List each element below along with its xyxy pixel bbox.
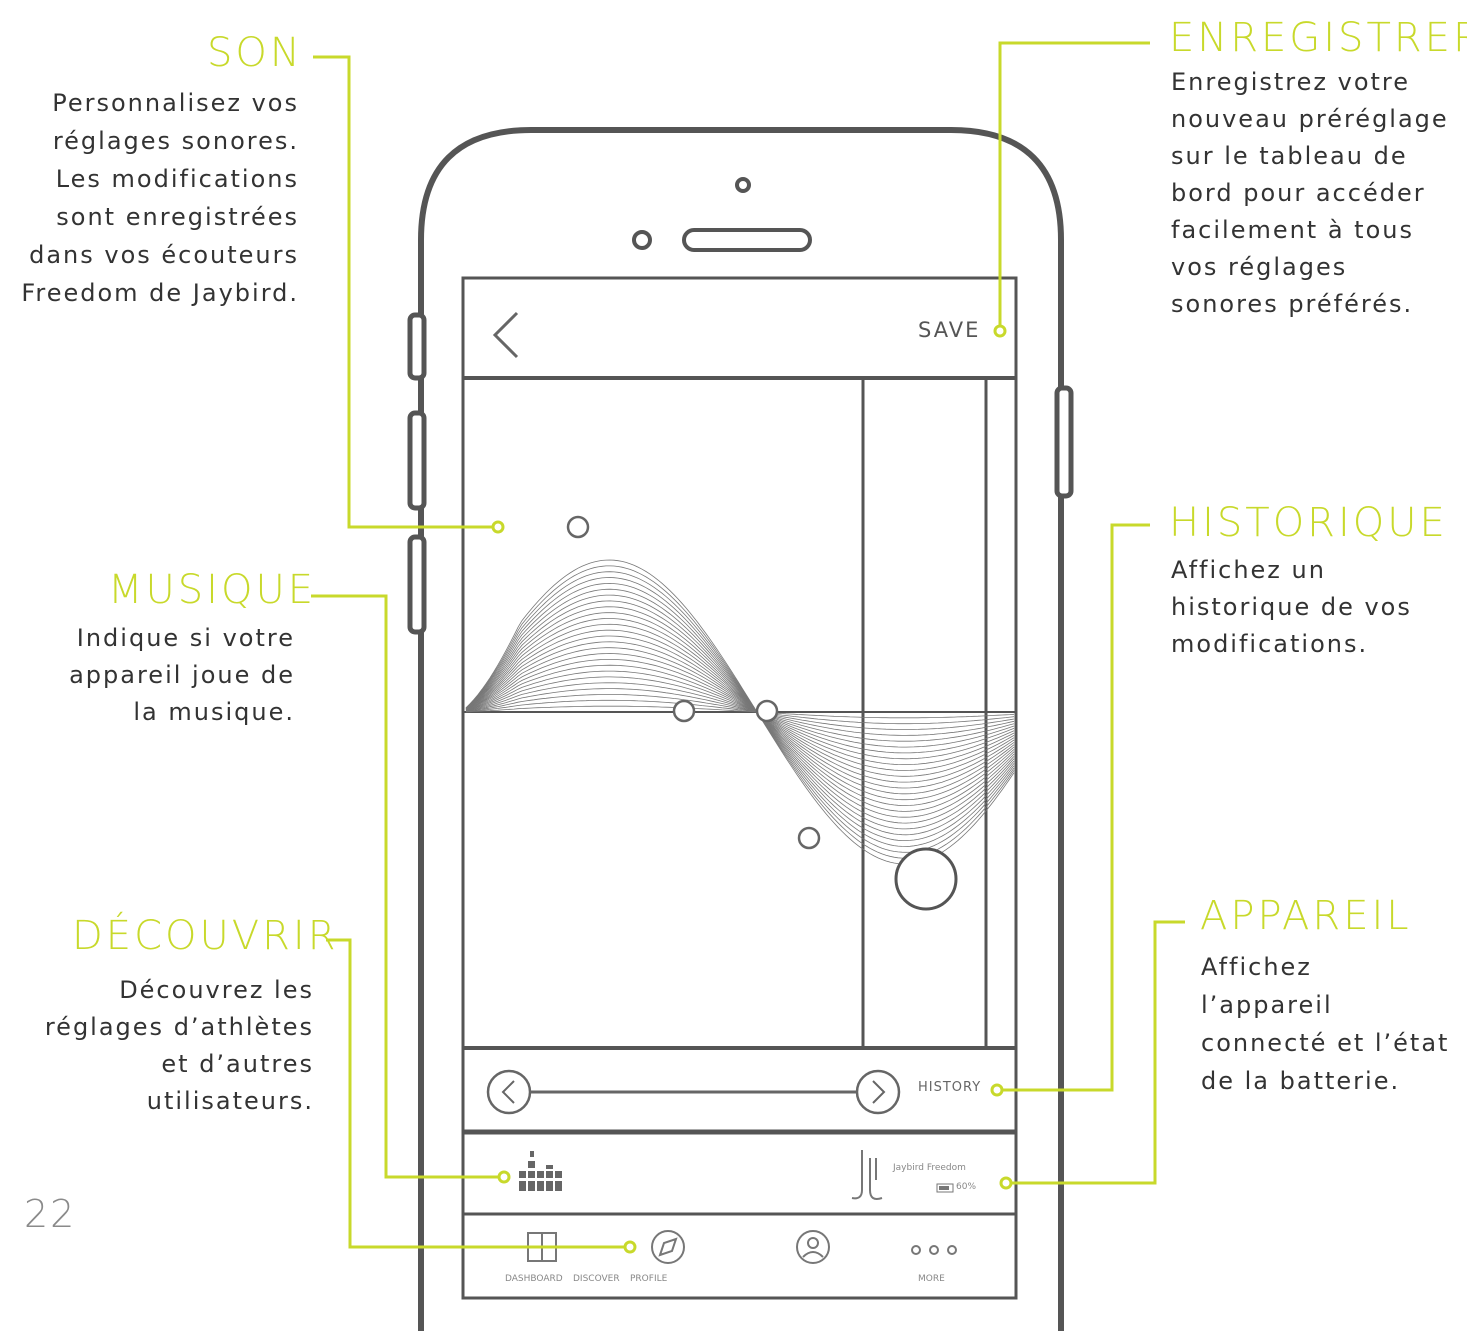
son-description: Personnalisez vos réglages sonores. Les … (21, 84, 299, 312)
historique-heading: HISTORIQUE (1169, 500, 1448, 546)
son-line: dans vos écouteurs (29, 241, 299, 269)
nav-dashboard-label[interactable]: DASHBOARD (505, 1274, 563, 1284)
wave-line (465, 629, 1015, 795)
wave-line (465, 623, 1015, 801)
phone-screen (461, 276, 1018, 1300)
wave-line (465, 606, 1015, 818)
enregistrer-line: sur le tableau de (1171, 142, 1408, 170)
son-line: Les modifications (55, 165, 299, 193)
wave-line (465, 705, 1015, 719)
wave-line (465, 600, 1015, 824)
wave-line (465, 647, 1015, 777)
appareil-line: de la batterie. (1201, 1067, 1401, 1095)
historique-description: Affichez un historique de vos modificati… (1171, 552, 1412, 663)
enregistrer-line: bord pour accéder (1171, 179, 1426, 207)
son-line: Freedom de Jaybird. (21, 279, 299, 307)
decouvrir-line: utilisateurs. (146, 1087, 314, 1115)
callout-anchor-dots (491, 324, 1013, 1254)
son-line: réglages sonores. (52, 127, 299, 155)
decouvrir-description: Découvrez les réglages d’athlètes et d’a… (45, 972, 314, 1120)
wave-line (465, 618, 1015, 806)
historique-line: Affichez un (1171, 556, 1326, 584)
nav-profile-label[interactable]: PROFILE (630, 1274, 668, 1284)
appareil-line: l’appareil (1201, 991, 1333, 1019)
decouvrir-line: Découvrez les (119, 976, 314, 1004)
nav-discover-label[interactable]: DISCOVER (573, 1274, 620, 1284)
music-equalizer-icon (519, 1151, 562, 1191)
history-forward-icon[interactable] (855, 1069, 901, 1115)
musique-description: Indique si votre appareil joue de la mus… (69, 620, 295, 731)
nav-more-label[interactable]: MORE (918, 1274, 945, 1284)
battery-level: 60% (956, 1182, 977, 1192)
enregistrer-line: vos réglages (1171, 253, 1348, 281)
decouvrir-line: réglages d’athlètes (44, 1013, 314, 1041)
enregistrer-line: nouveau préréglage (1171, 105, 1449, 133)
decouvrir-line: et d’autres (161, 1050, 314, 1078)
phone-side-buttons (407, 312, 1074, 635)
musique-heading: MUSIQUE (108, 567, 317, 613)
musique-line: Indique si votre (76, 624, 295, 652)
decouvrir-heading: DÉCOUVRIR (72, 913, 339, 959)
page-number: 22 (24, 1192, 77, 1236)
historique-line: historique de vos (1171, 593, 1412, 621)
wave-line (465, 641, 1015, 783)
wave-line (465, 664, 1015, 760)
wave-line (465, 676, 1015, 748)
historique-line: modifications. (1171, 630, 1369, 658)
enregistrer-line: sonores préférés. (1171, 290, 1414, 318)
enregistrer-line: Enregistrez votre (1171, 68, 1411, 96)
musique-line: la musique. (133, 698, 295, 726)
wave-line (465, 635, 1015, 789)
more-icon[interactable] (911, 1245, 957, 1255)
phone-speaker (632, 177, 812, 252)
profile-icon[interactable] (796, 1230, 830, 1264)
wave-line (465, 694, 1015, 730)
wave-line (465, 688, 1015, 736)
musique-line: appareil joue de (69, 661, 295, 689)
history-button[interactable]: HISTORY (918, 1080, 982, 1095)
history-back-icon[interactable] (486, 1069, 532, 1115)
appareil-description: Affichez l’appareil connecté et l’état d… (1201, 948, 1449, 1100)
discover-compass-icon[interactable] (651, 1230, 685, 1264)
wave-line (465, 670, 1015, 754)
son-line: Personnalisez vos (52, 89, 299, 117)
appareil-heading: APPAREIL (1200, 893, 1412, 939)
device-name: Jaybird Freedom (893, 1163, 966, 1173)
wave-line (465, 659, 1015, 765)
wave-line (465, 577, 1015, 847)
enregistrer-heading: ENREGISTRER (1169, 15, 1467, 61)
phone-outline (418, 127, 1064, 1331)
wave-line (465, 653, 1015, 771)
wave-line (465, 612, 1015, 812)
wave-line (465, 682, 1015, 742)
appareil-line: Affichez (1201, 953, 1312, 981)
wave-line (465, 588, 1015, 836)
wave-line (465, 594, 1015, 830)
wave-line (465, 582, 1015, 841)
large-control-knob[interactable] (894, 847, 958, 911)
son-line: sont enregistrées (56, 203, 299, 231)
earbuds-icon (851, 1150, 883, 1200)
enregistrer-line: facilement à tous (1171, 216, 1414, 244)
wave-control-points[interactable] (566, 515, 821, 850)
battery-icon (936, 1183, 954, 1193)
callout-leader-lines (311, 41, 1185, 1249)
son-heading: SON (207, 30, 303, 76)
back-icon[interactable] (492, 311, 519, 359)
appareil-line: connecté et l’état (1201, 1029, 1450, 1057)
save-button[interactable]: SAVE (918, 318, 981, 342)
enregistrer-description: Enregistrez votre nouveau préréglage sur… (1171, 64, 1449, 323)
wave-line (465, 699, 1015, 725)
